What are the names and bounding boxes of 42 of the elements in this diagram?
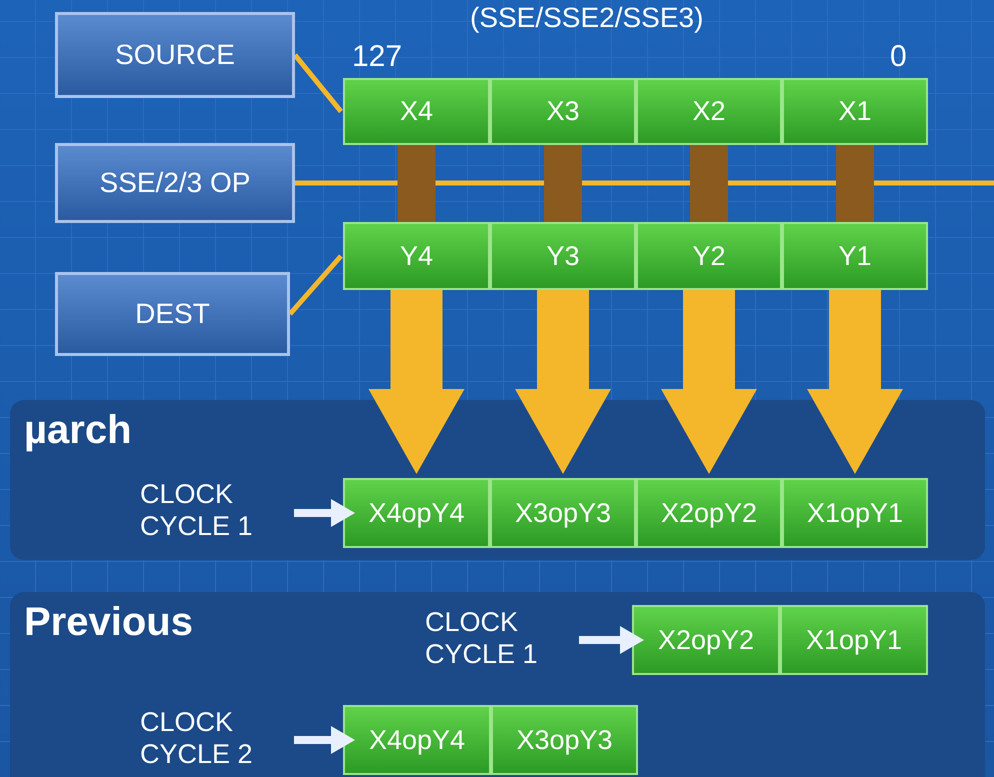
register-cell: X2opY2 — [636, 478, 782, 548]
connector-line — [288, 254, 343, 316]
register-label-box: SOURCE — [55, 12, 295, 98]
data-lane-bar — [690, 145, 728, 222]
bit-index-label: 127 — [352, 40, 402, 74]
connector-line — [293, 53, 343, 114]
register-cell: X1 — [782, 78, 928, 145]
section-heading: Previous — [24, 600, 193, 645]
arrow — [294, 726, 355, 754]
section-panel — [10, 592, 985, 777]
register-cell: X4opY4 — [343, 478, 490, 548]
section-panel — [10, 400, 985, 560]
register-cell: X3opY3 — [490, 478, 636, 548]
block-arrow — [368, 290, 464, 474]
register-cell: Y3 — [490, 222, 636, 290]
register-cell: X1opY1 — [780, 605, 928, 675]
data-lane-bar — [398, 145, 436, 222]
block-arrow — [515, 290, 611, 474]
register-cell: X4 — [343, 78, 490, 145]
register-cell: Y4 — [343, 222, 490, 290]
register-cell: X1opY1 — [782, 478, 928, 548]
register-cell: Y2 — [636, 222, 782, 290]
block-arrow — [661, 290, 757, 474]
clock-cycle-label: CLOCK CYCLE 1 — [425, 606, 575, 671]
register-cell: X2 — [636, 78, 782, 145]
clock-cycle-label: CLOCK CYCLE 2 — [140, 706, 290, 771]
data-lane-bar — [544, 145, 582, 222]
register-cell: X3opY3 — [491, 705, 638, 775]
block-arrow — [807, 290, 903, 474]
register-label-box: SSE/2/3 OP — [55, 143, 295, 223]
register-label-box: DEST — [55, 272, 290, 356]
bit-index-label: 0 — [890, 40, 907, 74]
diagram-title: (SSE/SSE2/SSE3) — [470, 2, 704, 34]
clock-cycle-label: CLOCK CYCLE 1 — [140, 478, 290, 543]
register-cell: Y1 — [782, 222, 928, 290]
arrow — [294, 499, 355, 527]
data-lane-bar — [836, 145, 874, 222]
arrow — [579, 626, 644, 654]
register-cell: X3 — [490, 78, 636, 145]
section-heading: µarch — [24, 408, 132, 453]
register-cell: X4opY4 — [343, 705, 491, 775]
register-cell: X2opY2 — [632, 605, 780, 675]
